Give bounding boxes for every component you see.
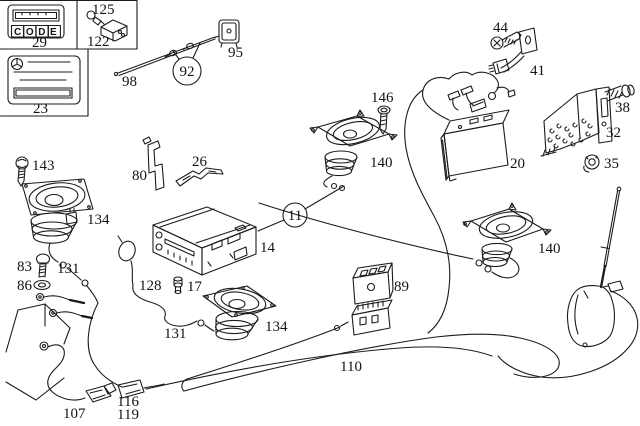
connector-116-119-drawing [117,379,165,399]
part-label-32: 32 [606,125,621,141]
screw-44-drawing [490,31,522,50]
part-label-35: 35 [604,156,619,172]
part-label-131-a: 131 [57,261,80,277]
part-label-86: 86 [17,278,33,294]
bracket-26-drawing [175,167,224,187]
part-label-143: 143 [32,158,55,174]
screw-83-drawing [35,253,51,278]
part-label-134-left: 134 [87,212,110,228]
part-label-128: 128 [139,278,162,294]
amp-cable-bundle [422,71,516,121]
screw-146-drawing [377,105,391,135]
part-label-41: 41 [530,63,545,79]
screw-143-drawing [15,156,29,187]
part-label-107: 107 [63,406,86,422]
nut-35-drawing [583,154,600,173]
body-panel-drawing [5,303,71,401]
part-label-119: 119 [117,407,139,423]
code-card-text: CODE [14,27,61,38]
left-down-wire [87,302,123,388]
module-95-drawing [214,19,240,48]
radio-14-drawing [152,206,257,276]
bulb-connector-panel [76,0,138,50]
speaker-wire-131-b [132,284,215,332]
part-label-44: 44 [493,20,509,36]
mercedes-star-icon [10,57,24,71]
part-label-110: 110 [340,359,362,375]
part-labels: 29 125 122 23 98 92 95 44 41 146 38 32 3… [17,2,630,423]
part-label-125: 125 [92,2,115,18]
part-label-134-center: 134 [265,319,288,335]
part-label-146: 146 [371,90,394,106]
part-label-89: 89 [394,279,409,295]
amplifier-20-drawing [440,109,510,182]
part-label-140-front: 140 [370,155,393,171]
relay-89-drawing [352,262,394,311]
bolt-38-drawing [604,84,635,102]
part-label-116: 116 [117,394,139,410]
bracket-41-drawing [488,27,538,75]
speaker-134-center-drawing [202,285,277,341]
amp-harness-cable [404,89,451,334]
part-label-83: 83 [17,259,32,275]
antenna-drawing [497,186,639,379]
part-label-95: 95 [228,45,243,61]
harness-connector-under-89 [333,299,393,336]
speaker-feed-wire [86,285,99,304]
bracket-32-drawing [540,86,613,157]
part-label-98: 98 [122,74,137,90]
lead-wire-92-98-95 [113,19,240,86]
callout-circle-11 [257,185,345,232]
callout-circle-92 [172,42,202,86]
ground-strap-107 [39,341,117,403]
washer-86-drawing [33,279,51,291]
part-label-92: 92 [180,64,195,80]
part-label-38: 38 [615,100,630,116]
part-label-140-rear: 140 [538,241,561,257]
pin-17-drawing [173,276,183,295]
part-label-131-b: 131 [164,326,187,342]
antenna-plug-128-drawing [117,235,136,286]
part-label-11: 11 [288,208,302,224]
part-label-17: 17 [187,279,203,295]
mb-card-panel [0,48,89,117]
rear-speaker-cable [258,202,520,279]
part-label-20: 20 [510,156,525,172]
bulb-125-drawing [86,10,105,26]
part-label-80: 80 [132,168,147,184]
connector-122-drawing [100,19,128,42]
speaker-140-front-drawing [309,109,398,192]
speaker-134-left-drawing [21,178,94,287]
part-label-23: 23 [33,101,48,117]
part-label-26: 26 [192,154,208,170]
part-label-14: 14 [260,240,276,256]
bracket-80-drawing [142,136,165,191]
part-label-122: 122 [87,34,110,50]
speaker-140-rear-drawing [462,202,552,268]
wiring-harness-110 [181,326,560,392]
bracket-32-holes [547,118,593,149]
part-label-29: 29 [32,35,47,51]
connector-cable-116-119 [145,346,493,390]
